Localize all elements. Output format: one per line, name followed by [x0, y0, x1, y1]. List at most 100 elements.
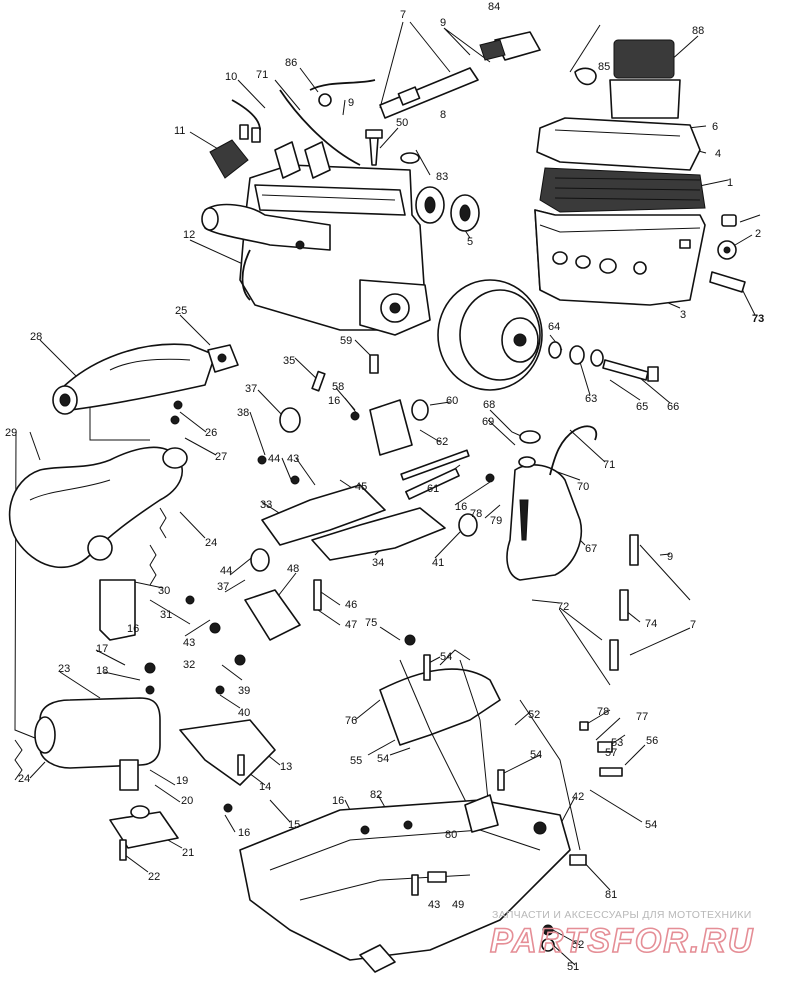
callout-37: 37 [217, 581, 229, 593]
callout-20: 20 [181, 795, 193, 807]
callout-75: 75 [365, 617, 377, 629]
callout-21: 21 [182, 847, 194, 859]
callout-54: 54 [440, 651, 452, 663]
air-filter-housing [534, 209, 706, 306]
oil-tank-67 [506, 456, 582, 581]
callout-30: 30 [158, 585, 170, 597]
watermark: ЗАПЧАСТИ И АКСЕССУАРЫ ДЛЯ МОТОТЕХНИКИ PA… [489, 909, 754, 961]
fasteners [119, 354, 639, 952]
throttle-cable-8 [379, 67, 479, 119]
callout-7: 7 [400, 9, 406, 21]
callout-16: 16 [455, 501, 467, 513]
callout-88: 88 [692, 25, 704, 37]
callout-48: 48 [287, 563, 299, 575]
callout-85: 85 [598, 61, 610, 73]
frame-tubes [379, 649, 581, 851]
callout-14: 14 [259, 781, 271, 793]
callout-labels: 7 9 84 88 85 86 10 71 9 8 50 6 11 4 83 1… [5, 1, 764, 973]
callout-9: 9 [348, 97, 354, 109]
bracket-80 [464, 794, 499, 833]
callout-40: 40 [238, 707, 250, 719]
callout-86: 86 [285, 57, 297, 69]
callout-78: 78 [470, 508, 482, 520]
callout-42: 42 [572, 791, 584, 803]
callout-5: 5 [467, 236, 473, 248]
callout-31: 31 [160, 609, 172, 621]
clamp-85 [574, 67, 597, 86]
callout-84: 84 [488, 1, 500, 13]
callout-51: 51 [567, 961, 579, 973]
callout-33: 33 [260, 499, 272, 511]
callout-65: 65 [636, 401, 648, 413]
oil-cap-68 [519, 430, 541, 444]
callout-83: 83 [436, 171, 448, 183]
callout-71: 71 [603, 459, 615, 471]
air-filter-element [539, 167, 706, 213]
callout-37: 37 [245, 383, 257, 395]
callout-52: 52 [572, 939, 584, 951]
bracket-13 [179, 719, 276, 786]
callout-39: 39 [238, 685, 250, 697]
callout-38: 38 [237, 407, 249, 419]
callout-73: 73 [752, 313, 764, 325]
exhaust-silencer-28 [52, 343, 216, 415]
callout-60: 60 [446, 395, 458, 407]
callout-66: 66 [667, 401, 679, 413]
callout-28: 28 [30, 331, 42, 343]
callout-24: 24 [18, 773, 30, 785]
callout-10: 10 [225, 71, 237, 83]
gasket-25 [207, 344, 239, 373]
callout-44: 44 [220, 565, 232, 577]
carb-boot-5 [415, 186, 480, 232]
callout-74: 74 [645, 618, 657, 630]
callout-54: 54 [645, 819, 657, 831]
callout-81: 81 [605, 889, 617, 901]
engine-block [239, 141, 431, 336]
callout-50: 50 [396, 117, 408, 129]
callout-11: 11 [174, 125, 185, 137]
callout-23: 23 [58, 663, 70, 675]
washer-83 [400, 152, 420, 164]
cable-adjuster-84 [479, 31, 541, 61]
callout-22: 22 [148, 871, 160, 883]
spring-24 [14, 507, 167, 781]
callout-54: 54 [530, 749, 542, 761]
clip-87 [721, 214, 737, 227]
callout-32: 32 [183, 659, 195, 671]
mount-plate-21 [109, 805, 179, 849]
callout-53: 53 [611, 737, 623, 749]
callout-61: 61 [427, 483, 439, 495]
callout-24: 24 [205, 537, 217, 549]
bolt-73 [709, 271, 746, 293]
callout-6: 6 [712, 121, 718, 133]
callout-43: 43 [287, 453, 299, 465]
wire-86 [309, 79, 376, 107]
callout-9: 9 [440, 17, 446, 29]
callout-15: 15 [288, 819, 300, 831]
callout-18: 18 [96, 665, 108, 677]
callout-2: 2 [755, 228, 761, 240]
callout-9: 9 [667, 551, 673, 563]
callout-71: 71 [256, 69, 268, 81]
callout-77: 77 [636, 711, 648, 723]
callout-54: 54 [377, 753, 389, 765]
callout-58: 58 [332, 381, 344, 393]
callout-63: 63 [585, 393, 597, 405]
callout-76: 76 [345, 715, 357, 727]
callout-1: 1 [727, 177, 733, 189]
grommet-2 [679, 239, 737, 260]
callout-64: 64 [548, 321, 560, 333]
clutch-washers [548, 341, 604, 367]
callout-69: 69 [482, 416, 494, 428]
clutch-bolt-66 [602, 359, 659, 382]
watermark-logo: PARTSFOR.RU [490, 922, 754, 960]
drive-clutch [437, 279, 543, 391]
callout-67: 67 [585, 543, 597, 555]
callout-3: 3 [680, 309, 686, 321]
callout-49: 49 [452, 899, 464, 911]
engine-mount-33 [261, 484, 386, 546]
callout-62: 62 [436, 436, 448, 448]
callout-52: 52 [528, 709, 540, 721]
callout-72: 72 [557, 601, 569, 613]
